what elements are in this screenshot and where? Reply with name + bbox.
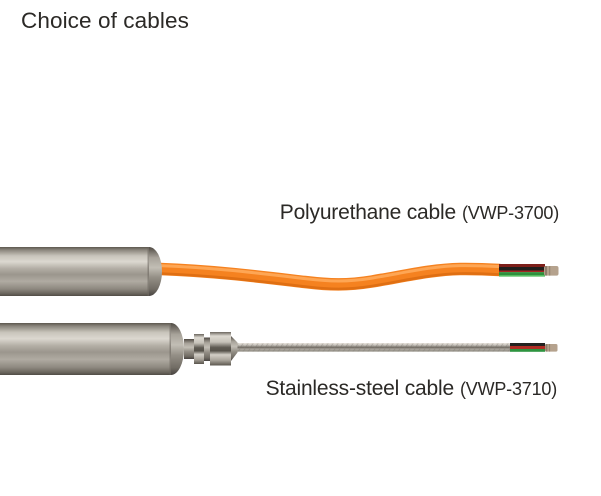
wire-green: [510, 349, 545, 352]
wire-red: [510, 346, 545, 349]
braid-core-line: [236, 346, 510, 348]
fitting-taper: [231, 336, 238, 361]
body-seam: [169, 323, 172, 375]
cable-shadow-line: [159, 272, 501, 291]
polyurethane-cable-image: [0, 247, 559, 296]
tip-band: [549, 344, 551, 352]
tip-band: [549, 266, 551, 276]
body-tube: [0, 323, 171, 375]
polyurethane-sensor-body: [0, 247, 163, 296]
braid-highlight: [236, 343, 510, 345]
wire-black: [510, 343, 545, 346]
stainless-exposed-wires: [510, 343, 558, 352]
stainless-cable-name: Stainless-steel cable: [265, 377, 455, 400]
cable-highlight-line: [159, 264, 501, 283]
body-seam: [147, 247, 150, 296]
wire-red: [499, 264, 545, 267]
polyurethane-cable-wire: [159, 262, 501, 291]
polyurethane-cable-code: (VWP-3700): [461, 203, 559, 223]
wire-black: [499, 267, 545, 271]
wire-metal-tip: [544, 266, 559, 276]
polyurethane-cable-name: Polyurethane cable: [279, 201, 456, 224]
body-end-cap: [171, 323, 184, 375]
fitting-hex-nut: [210, 332, 231, 366]
tip-band: [545, 344, 548, 352]
polyurethane-cable-label: Polyurethane cable (VWP-3700): [280, 201, 559, 225]
fitting-neck: [184, 339, 194, 359]
body-end-cap: [149, 247, 163, 296]
stainless-cable-label: Stainless-steel cable (VWP-3710): [265, 377, 558, 401]
wire-red-thin: [499, 270, 545, 273]
figure-title: Choice of cables: [21, 8, 189, 33]
stainless-cable-wire: [236, 343, 510, 352]
polyurethane-exposed-wires: [499, 264, 559, 277]
stainless-sensor-body: [0, 323, 184, 375]
fitting-collar: [204, 337, 210, 361]
wire-green: [499, 272, 545, 276]
wire-green-light: [499, 275, 545, 277]
wire-metal-tip: [545, 344, 558, 352]
tip-band: [545, 266, 547, 276]
compression-fitting: [184, 332, 238, 366]
body-tube: [0, 247, 149, 296]
stainless-cable-image: [0, 323, 558, 375]
cable-jacket: [159, 262, 501, 291]
stainless-cable-code: (VWP-3710): [459, 379, 557, 399]
fitting-hex-small: [194, 334, 204, 364]
